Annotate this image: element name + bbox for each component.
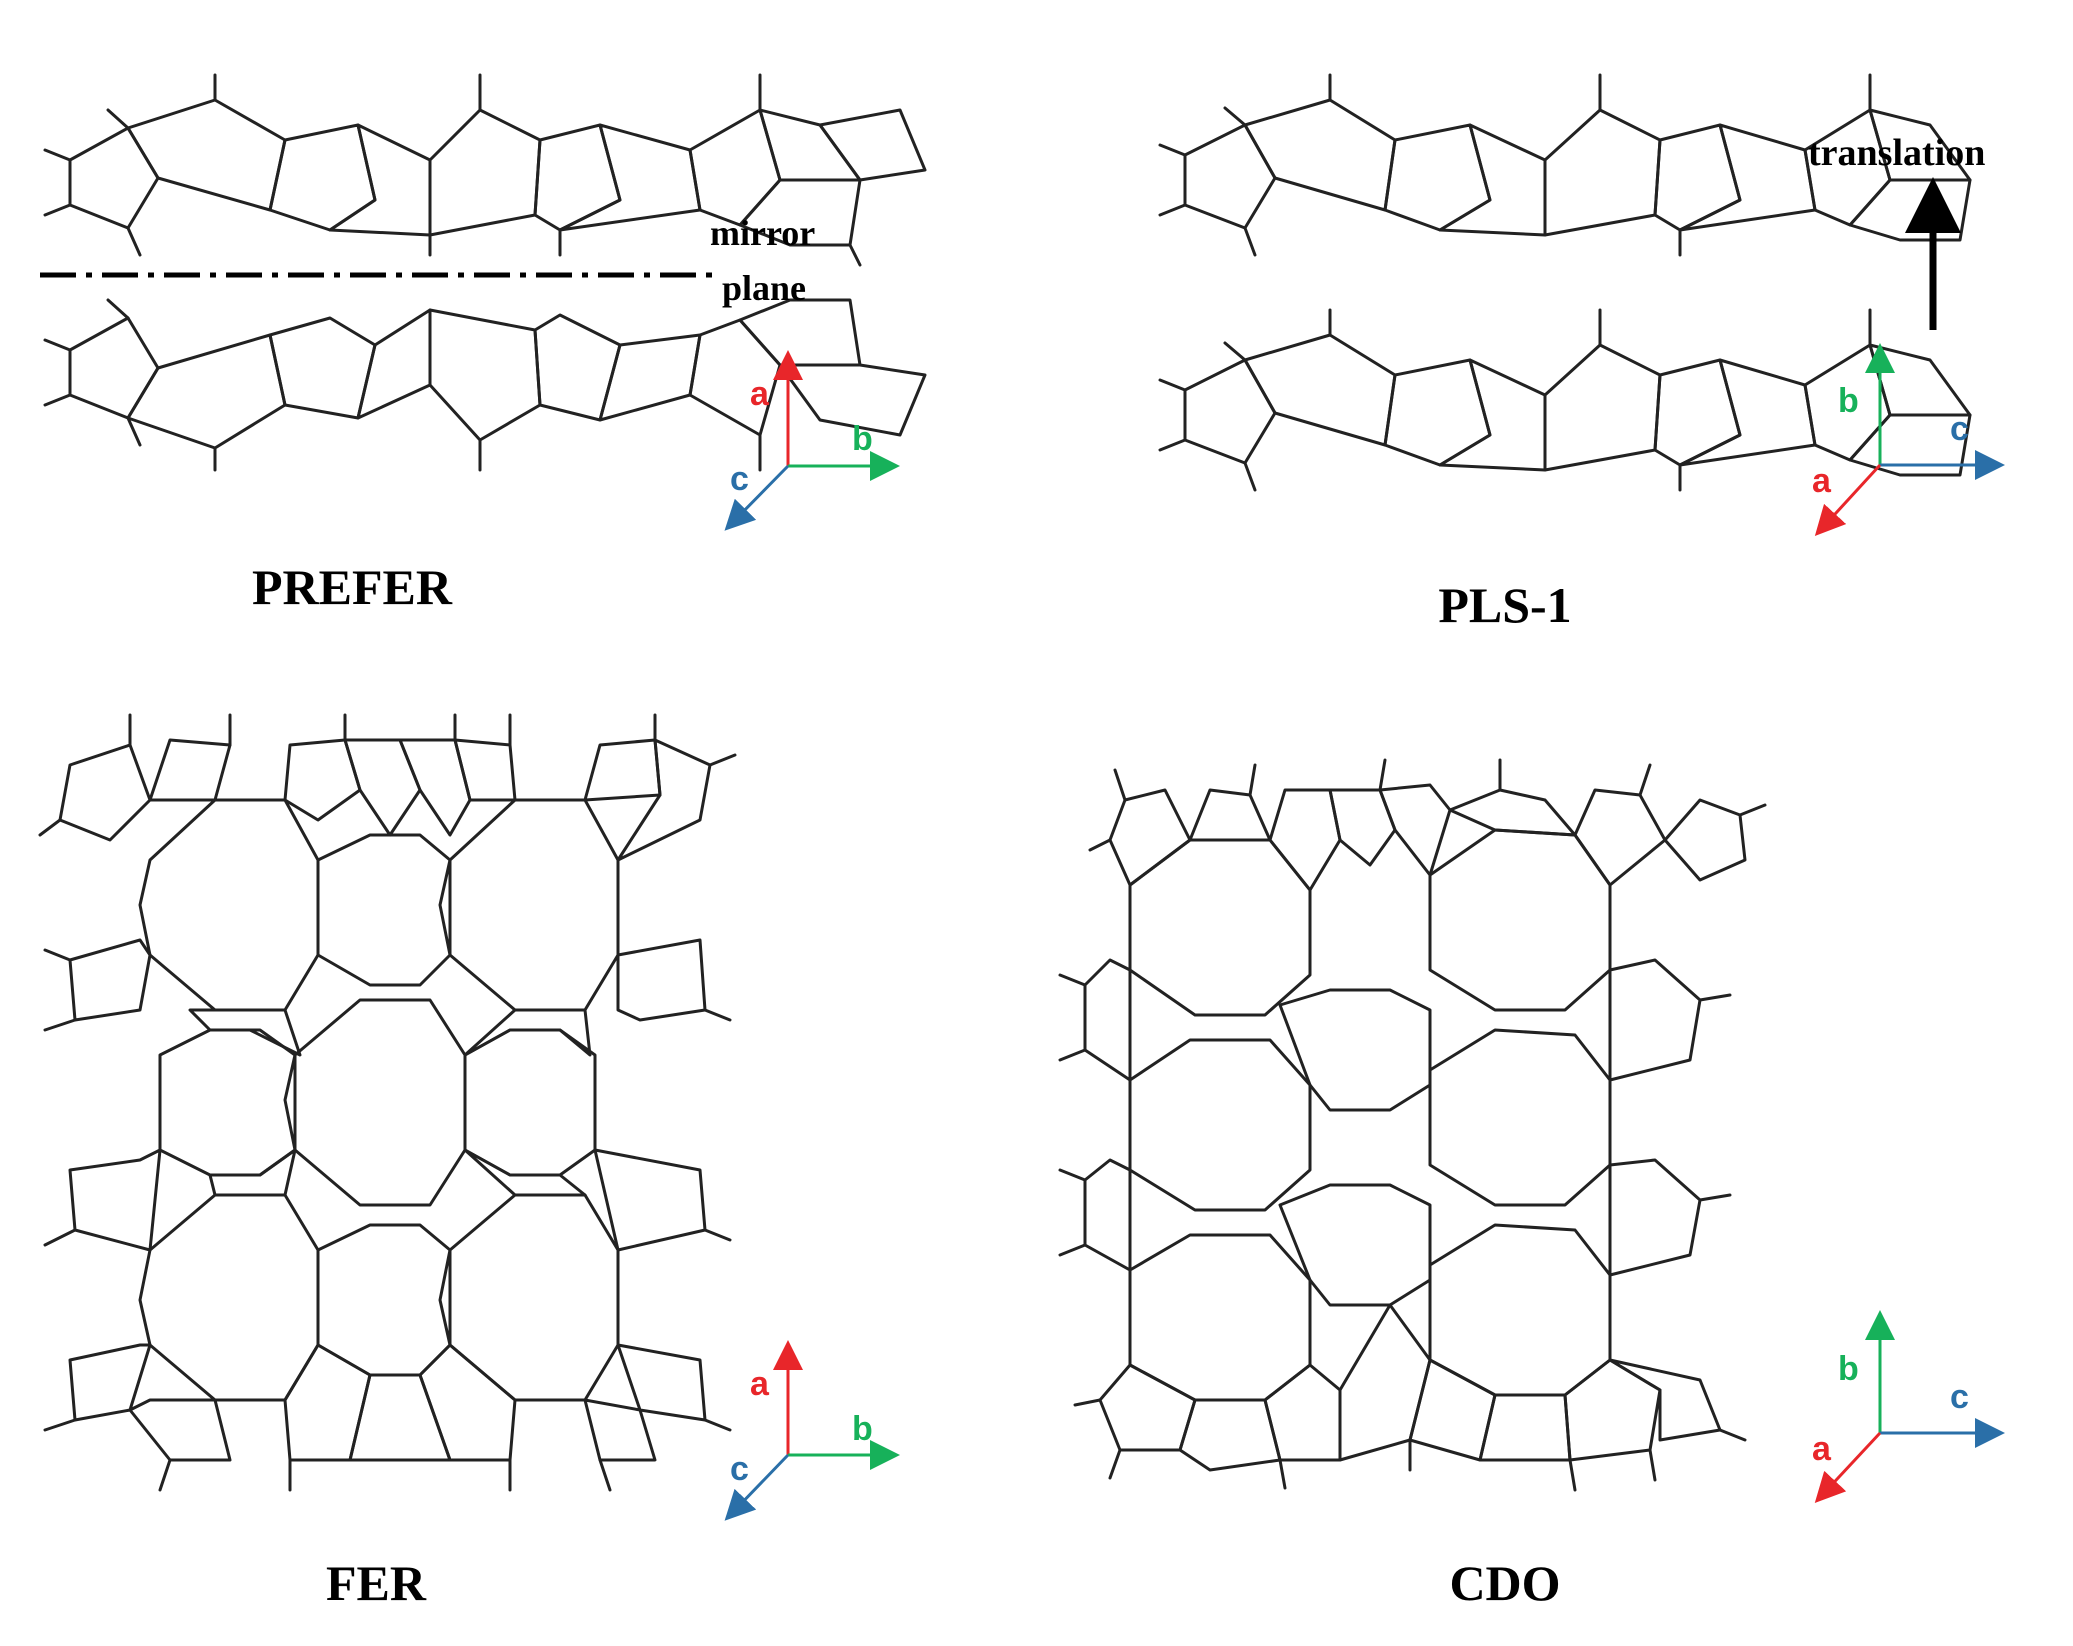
plane-label: plane: [722, 268, 806, 308]
axis-b-label: b: [1838, 1350, 1859, 1388]
prefer-title: PREFER: [252, 559, 453, 615]
cdo-axes: b c a: [1812, 1310, 2005, 1503]
axis-a-label: a: [750, 1365, 770, 1403]
prefer-axes: a b c: [724, 350, 900, 531]
prefer-layer-upper: [43, 73, 927, 267]
cdo-panel: b c a CDO: [1058, 758, 2005, 1611]
axis-c-label: c: [730, 460, 749, 498]
axis-a-label: a: [1812, 462, 1832, 500]
fer-axes: a b c: [724, 1340, 900, 1521]
cdo-framework: [1058, 758, 1767, 1492]
axis-c-label: c: [1950, 410, 1969, 448]
fer-panel: a b c FER: [38, 713, 900, 1611]
mirror-label: mirror: [710, 213, 815, 253]
fer-framework: [38, 713, 737, 1492]
axis-a-label: a: [1812, 1430, 1832, 1468]
prefer-panel: mirror plane a b c PREFER: [40, 73, 927, 615]
axis-b-label: b: [1838, 382, 1859, 420]
axis-c-label: c: [1950, 1378, 1969, 1416]
pls1-layer-lower: [1158, 308, 1972, 492]
translation-label: translation: [1808, 132, 1985, 174]
axis-a-label: a: [750, 375, 770, 413]
pls1-layer-upper: [1158, 73, 1972, 257]
pls1-title: PLS-1: [1438, 577, 1571, 633]
pls1-axes: b c a: [1812, 343, 2005, 537]
cdo-title: CDO: [1449, 1555, 1560, 1611]
axis-b-label: b: [852, 1410, 873, 1448]
axis-b-label: b: [852, 420, 873, 458]
axis-c-label: c: [730, 1450, 749, 1488]
prefer-layer-lower: [43, 298, 927, 472]
fer-title: FER: [326, 1555, 427, 1611]
pls1-panel: translation b c a PLS-1: [1158, 73, 2005, 633]
